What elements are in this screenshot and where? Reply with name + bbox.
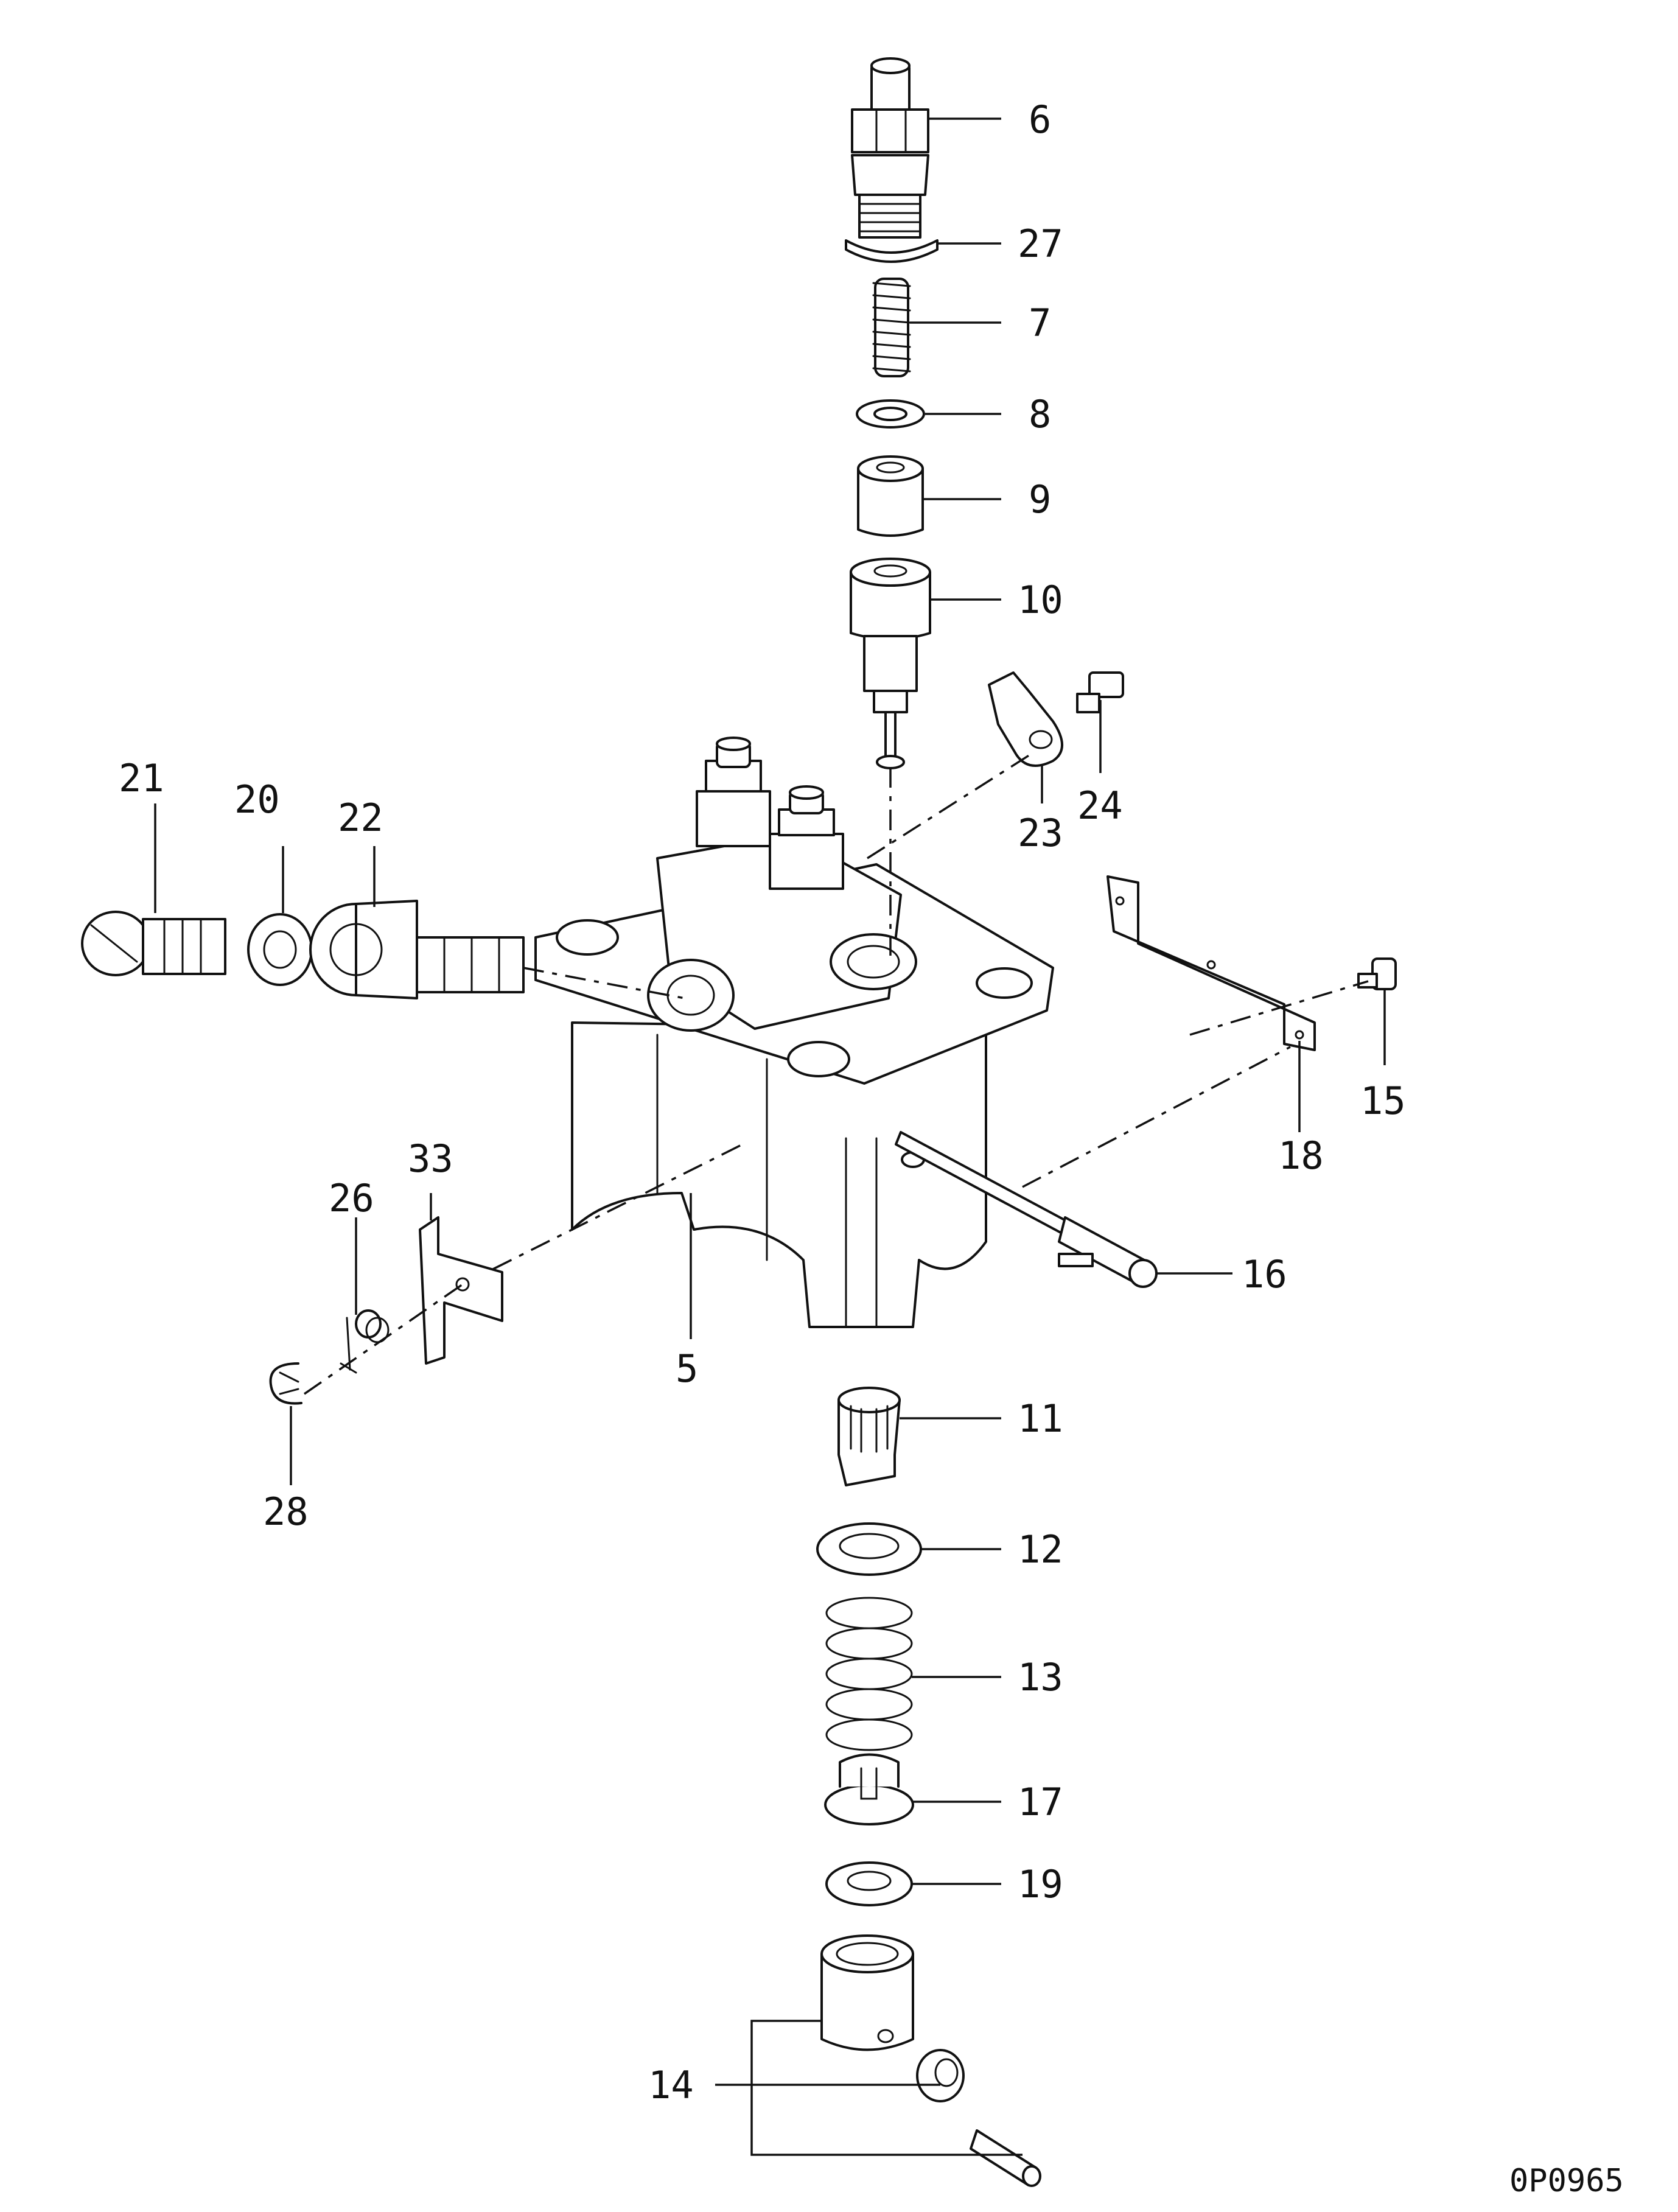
- label-part-26: 26: [329, 1176, 374, 1220]
- spring-part-26: [340, 1309, 390, 1374]
- valve-seat-part-9: [857, 455, 924, 537]
- e-clip-part-28: [269, 1362, 302, 1405]
- bolt-part-15: [1357, 957, 1397, 990]
- spring-part-7: [872, 278, 911, 377]
- label-part-33: 33: [408, 1136, 453, 1181]
- label-part-23: 23: [1018, 811, 1063, 855]
- adjusting-nut-part-22: [309, 900, 525, 999]
- assembly-line-lever: [492, 1143, 743, 1270]
- control-shaft-part-16: [895, 1131, 1158, 1288]
- label-part-21: 21: [119, 756, 164, 800]
- spring-seat-part-12: [816, 1522, 922, 1576]
- pump-body-part-5: [534, 833, 1054, 1328]
- delivery-valve-holder-part-6: [851, 57, 929, 239]
- label-part-11: 11: [1018, 1396, 1063, 1441]
- tappet-part-14: [820, 1934, 1041, 2187]
- outlet-fitting-b: [769, 785, 844, 890]
- leader-14: [715, 2020, 1023, 2156]
- assembly-line-plate: [1022, 1046, 1291, 1188]
- spring-seat-part-17: [824, 1753, 914, 1825]
- lever-plate-part-33: [419, 1216, 503, 1365]
- delivery-valve-part-10: [850, 558, 931, 769]
- label-part-28: 28: [263, 1489, 309, 1534]
- label-part-17: 17: [1018, 1780, 1063, 1824]
- bolt-part-24: [1076, 671, 1124, 713]
- control-sleeve-part-11: [837, 1387, 901, 1486]
- label-part-9: 9: [1029, 477, 1051, 522]
- assembly-line-nut: [523, 967, 685, 999]
- washer-part-20: [247, 913, 313, 986]
- label-part-7: 7: [1029, 301, 1051, 345]
- bracket-part-23: [988, 671, 1063, 767]
- label-part-16: 16: [1242, 1252, 1287, 1297]
- washer-part-8: [856, 399, 925, 429]
- label-part-5: 5: [676, 1346, 698, 1391]
- label-part-12: 12: [1018, 1527, 1063, 1572]
- label-part-8: 8: [1029, 392, 1051, 436]
- label-part-10: 10: [1018, 578, 1063, 622]
- assembly-line-bolt: [1189, 980, 1369, 1036]
- label-part-6: 6: [1029, 97, 1051, 142]
- label-part-19: 19: [1018, 1862, 1063, 1906]
- label-part-15: 15: [1360, 1079, 1406, 1123]
- label-part-13: 13: [1018, 1655, 1063, 1699]
- label-part-18: 18: [1278, 1133, 1324, 1178]
- label-part-14: 14: [648, 2063, 694, 2107]
- label-part-24: 24: [1077, 783, 1123, 828]
- screw-part-21: [81, 911, 226, 976]
- assembly-line-bracket: [867, 751, 1035, 859]
- label-part-27: 27: [1018, 222, 1063, 266]
- shim-part-19: [825, 1861, 913, 1906]
- label-part-20: 20: [234, 777, 280, 822]
- gasket-part-27: [845, 239, 939, 263]
- label-part-22: 22: [338, 796, 383, 840]
- outlet-fitting-a: [696, 737, 771, 847]
- plunger-spring-part-13: [825, 1597, 913, 1751]
- assembly-line-clip: [304, 1283, 463, 1395]
- drawing-code: 0P0965: [1509, 2163, 1624, 2199]
- plate-part-18: [1106, 875, 1316, 1051]
